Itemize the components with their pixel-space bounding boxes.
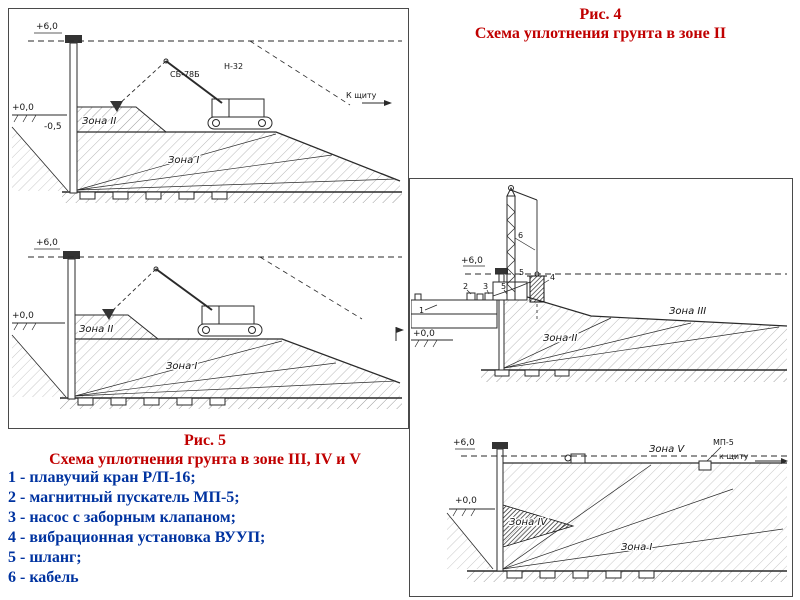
callout-6: 6	[518, 231, 523, 240]
machine-label: СБ-78Б	[170, 70, 200, 79]
to-shield-arrow	[755, 458, 788, 464]
left-diagram-bottom: +6,0 +0,0 Зона II Зона I	[11, 238, 404, 409]
sheet-pile-wall	[65, 35, 82, 194]
fig5-caption-line2: Схема уплотнения грунта в зоне III, IV и…	[49, 451, 361, 468]
elev-zero-label: +0,0	[12, 103, 34, 113]
right-figure-frame: 1 2 3 5 5 4 6 +6,0 +0,0 Зона II Зона III	[409, 178, 793, 597]
barge-group	[411, 281, 528, 329]
mp5-label: МП-5	[713, 438, 734, 447]
ground-group	[11, 314, 401, 398]
zone2-label: Зона II	[79, 324, 113, 335]
fig4-caption-line2: Схема уплотнения грунта в зоне II	[474, 25, 727, 42]
ground-group	[446, 462, 787, 571]
to-shield-arrow	[362, 100, 392, 106]
fig5-caption: Рис. 5 Схема уплотнения грунта в зоне II…	[0, 431, 410, 469]
elev-top-label: +6,0	[36, 238, 58, 248]
fig4-caption: Рис. 4 Схема уплотнения грунта в зоне II	[409, 5, 792, 43]
zone2-label: Зона II	[82, 116, 116, 127]
sheet-pile-wall	[495, 268, 508, 371]
zone2-label: Зона II	[543, 333, 577, 344]
left-figure-frame: +6,0 +0,0 -0,5 СБ-78Б Н-32 Зона II Зона …	[8, 8, 409, 429]
right-diagram-top: 1 2 3 5 5 4 6 +6,0 +0,0 Зона II Зона III	[411, 185, 788, 382]
ground-group	[503, 289, 788, 370]
to-shield-label: к щиту	[719, 452, 749, 461]
boom-label: Н-32	[224, 62, 243, 71]
callout-2: 2	[463, 282, 468, 291]
legend-item-2: 2 - магнитный пускатель МП-5;	[8, 489, 240, 506]
elev-neg-label: -0,5	[44, 122, 62, 132]
base-piles	[60, 397, 402, 409]
left-diagram-top: +6,0 +0,0 -0,5 СБ-78Б Н-32 Зона II Зона …	[11, 22, 402, 203]
legend-item-1: 1 - плавучий кран Р/П-16;	[8, 469, 196, 486]
legend-item-4: 4 - вибрационная установка ВУУП;	[8, 529, 266, 546]
ground-group	[11, 106, 401, 192]
base-piles	[62, 191, 402, 203]
zone1-label: Зона I	[168, 155, 199, 166]
zone1-label: Зона I	[621, 542, 652, 553]
elev-zero-label: +0,0	[413, 329, 435, 339]
legend-item-5: 5 - шланг;	[8, 549, 82, 566]
crane-mast-group	[492, 185, 540, 300]
callout-1: 1	[419, 306, 424, 315]
elev-zero-label: +0,0	[12, 311, 34, 321]
fig4-caption-line1: Рис. 4	[579, 6, 622, 23]
legend-item-3: 3 - насос с заборным клапаном;	[8, 509, 236, 526]
right-diagram-bottom: +6,0 +0,0 Зона V МП-5 к щиту Зона IV Зон…	[446, 438, 788, 582]
callout-leaders	[424, 279, 550, 311]
sheet-pile-wall	[492, 442, 508, 572]
fig5-legend: 1 - плавучий кран Р/П-16; 2 - магнитный …	[8, 468, 265, 588]
excavator-group	[110, 40, 351, 130]
elev-top-label: +6,0	[461, 256, 483, 266]
to-shield-label: К щиту	[346, 91, 377, 100]
elev-top-label: +6,0	[36, 22, 58, 32]
excavator-group	[102, 256, 363, 337]
level-lines	[411, 265, 787, 348]
zone-wedge-label: Зона IV	[509, 517, 548, 528]
right-edge-marker	[395, 327, 404, 341]
vibro-unit	[527, 275, 547, 320]
callout-4: 4	[550, 273, 555, 282]
zone3-label: Зона III	[669, 306, 706, 317]
elev-zero-label: +0,0	[455, 496, 477, 506]
level-lines	[449, 448, 787, 517]
callout-3: 3	[483, 282, 488, 291]
fig5-caption-line1: Рис. 5	[183, 432, 227, 449]
elev-top-label: +6,0	[453, 438, 475, 448]
legend-item-6: 6 - кабель	[8, 569, 79, 586]
surface-equipment	[564, 446, 722, 471]
level-lines	[12, 248, 402, 331]
callout-5b: 5	[519, 268, 524, 277]
base-piles	[481, 369, 787, 382]
zone1-label: Зона I	[166, 361, 197, 372]
zone-top-label: Зона V	[649, 444, 685, 455]
level-lines	[12, 32, 402, 123]
sheet-pile-wall	[63, 251, 80, 400]
callout-5a: 5	[501, 282, 506, 291]
base-piles	[467, 570, 787, 582]
